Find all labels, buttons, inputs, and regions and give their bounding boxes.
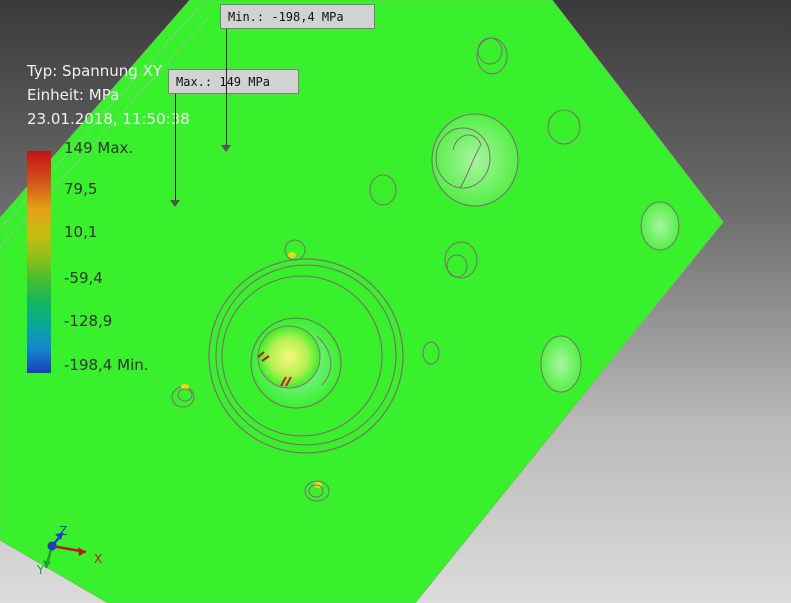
stress-hotspot-2 (285, 376, 292, 387)
stress-legend-bar (27, 151, 51, 373)
hole-left-small-outline (177, 388, 193, 402)
stress-hotspot-4 (261, 355, 270, 362)
hole-small-left (369, 174, 397, 206)
leader-arrow-icon (221, 145, 231, 152)
hole-small-mid (422, 341, 440, 365)
hole-top-left-small-fill (288, 252, 296, 258)
hole-left-small-fill (181, 384, 189, 390)
legend-value-min: -198,4 Min. (64, 356, 149, 374)
main-bore-ring-2 (215, 264, 397, 446)
min-leader-line (226, 29, 227, 146)
hole-mid-inner (446, 254, 468, 278)
hole-lower-right (540, 335, 582, 393)
hole-top-left-small (284, 239, 306, 261)
hole-upper-cluster (431, 113, 519, 207)
hole-bottom-small-outline (308, 484, 324, 498)
hole-upper-cluster-curve (452, 134, 482, 189)
view-triad[interactable]: X Y Z (34, 525, 110, 581)
legend-value-5: -128,9 (64, 312, 113, 330)
hole-mid (444, 241, 478, 279)
hole-right (640, 201, 680, 251)
hole-top-small-inner (477, 37, 503, 65)
hole-upper-cluster-inner (435, 127, 491, 189)
max-stress-callout[interactable]: Max.: 149 MPa (168, 69, 299, 94)
result-unit-label: Einheit: MPa (27, 86, 120, 104)
min-stress-callout[interactable]: Min.: -198,4 MPa (220, 4, 375, 29)
legend-value-max: 149 Max. (64, 139, 134, 157)
stressed-plate[interactable] (0, 0, 724, 603)
stress-hotspot-3 (257, 351, 265, 358)
hole-bottom-small (304, 480, 330, 502)
result-type-label: Typ: Spannung XY (27, 62, 163, 80)
triad-y-label: Y (37, 563, 45, 577)
main-bore-ring-3 (221, 275, 383, 437)
view-triad-icon (43, 532, 87, 569)
legend-value-2: 79,5 (64, 180, 98, 198)
hole-top-right (547, 109, 581, 145)
legend-value-4: -59,4 (64, 269, 103, 287)
leader-arrow-icon (170, 200, 180, 207)
main-bore-outer (208, 258, 404, 454)
triad-x-label: X (94, 552, 103, 566)
result-timestamp: 23.01.2018, 11:50:38 (27, 110, 190, 128)
legend-value-3: 10,1 (64, 223, 98, 241)
triad-z-label: Z (59, 524, 68, 538)
stress-hotspot (280, 376, 287, 387)
max-leader-line (175, 94, 176, 201)
bore-crescent (316, 335, 332, 386)
